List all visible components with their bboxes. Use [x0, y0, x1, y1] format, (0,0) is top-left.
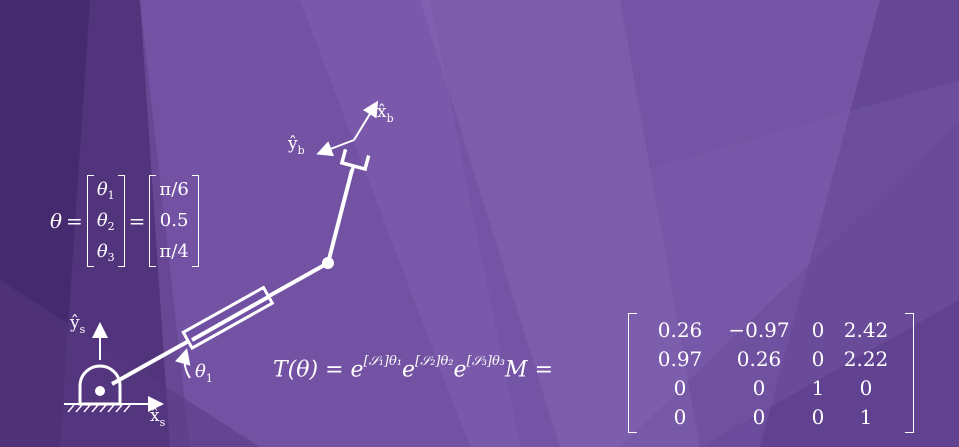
theta-lhs: θ — [50, 209, 63, 233]
matrix-cell: 0 — [752, 404, 766, 429]
exponent: [𝒮₃]θ₃ — [466, 354, 506, 369]
joint-value-vector: π/6 0.5 π/4 — [149, 175, 199, 267]
joint-symbol-vector: θ1 θ2 θ3 — [86, 175, 125, 267]
formula-lhs: T(θ) — [273, 357, 319, 383]
matrix-cell: 1 — [859, 404, 873, 429]
matrix-grid: 0.26 −0.97 0 2.42 0.97 0.26 0 2.22 0 0 1… — [642, 315, 900, 431]
base-joint-pin — [95, 386, 105, 396]
matrix-bracket-left — [628, 313, 637, 433]
vector-entry: θ2 — [96, 209, 115, 233]
matrix-cell: 0.26 — [657, 317, 703, 342]
space-y-label: ŷs — [70, 313, 86, 336]
matrix-cell: 0 — [673, 404, 687, 429]
transform-matrix: 0.26 −0.97 0 2.42 0.97 0.26 0 2.22 0 0 1… — [628, 313, 914, 433]
joint-angle-label: θ1 — [195, 361, 213, 385]
equals-sign: = — [325, 357, 344, 383]
exponent: [𝒮₂]θ₂ — [415, 354, 454, 369]
space-x-label: x̂s — [150, 406, 166, 429]
equals-sign: = — [66, 209, 83, 233]
matrix-cell: 0.97 — [657, 346, 703, 371]
vector-value: π/6 — [159, 179, 189, 201]
exp-base: e — [350, 357, 364, 383]
base-joint — [78, 364, 122, 406]
matrix-cell: −0.97 — [728, 317, 790, 342]
matrix-cell: 2.22 — [843, 346, 889, 371]
body-y-label: ŷb — [288, 134, 305, 157]
matrix-bracket-right — [905, 313, 914, 433]
matrix-cell: 0 — [859, 375, 873, 400]
body-x-axis — [353, 100, 379, 141]
vector-value: π/4 — [159, 240, 189, 262]
matrix-cell: 0 — [811, 346, 825, 371]
equals-sign: = — [534, 357, 553, 383]
matrix-cell: 0 — [752, 375, 766, 400]
link-2 — [326, 169, 354, 264]
joint-angle-arc — [175, 348, 191, 379]
equals-sign: = — [128, 209, 146, 233]
joint-vector-equation: θ = θ1 θ2 θ3 = π/6 0.5 π/4 — [50, 175, 199, 267]
body-y-axis — [316, 139, 355, 157]
matrix-cell: 0 — [811, 404, 825, 429]
body-x-label: x̂b — [377, 102, 394, 125]
vector-value: 0.5 — [159, 209, 189, 231]
product-of-exponentials-formula: T(θ) = e[𝒮₁]θ₁e[𝒮₂]θ₂e[𝒮₃]θ₃M = — [273, 354, 553, 383]
gripper — [339, 148, 371, 173]
matrix-cell: 0 — [811, 317, 825, 342]
matrix-cell: 1 — [811, 375, 825, 400]
matrix-cell: 0.26 — [736, 346, 782, 371]
exponent: [𝒮₁]θ₁ — [363, 354, 403, 369]
vector-entry: θ1 — [96, 179, 115, 203]
matrix-cell: 2.42 — [843, 317, 889, 342]
exp-base: e — [453, 357, 467, 383]
matrix-cell: 0 — [673, 375, 687, 400]
exp-base: e — [402, 357, 416, 383]
home-config-symbol: M — [505, 357, 528, 383]
prismatic-inner-rod — [191, 294, 271, 342]
vector-entry: θ3 — [96, 240, 115, 264]
